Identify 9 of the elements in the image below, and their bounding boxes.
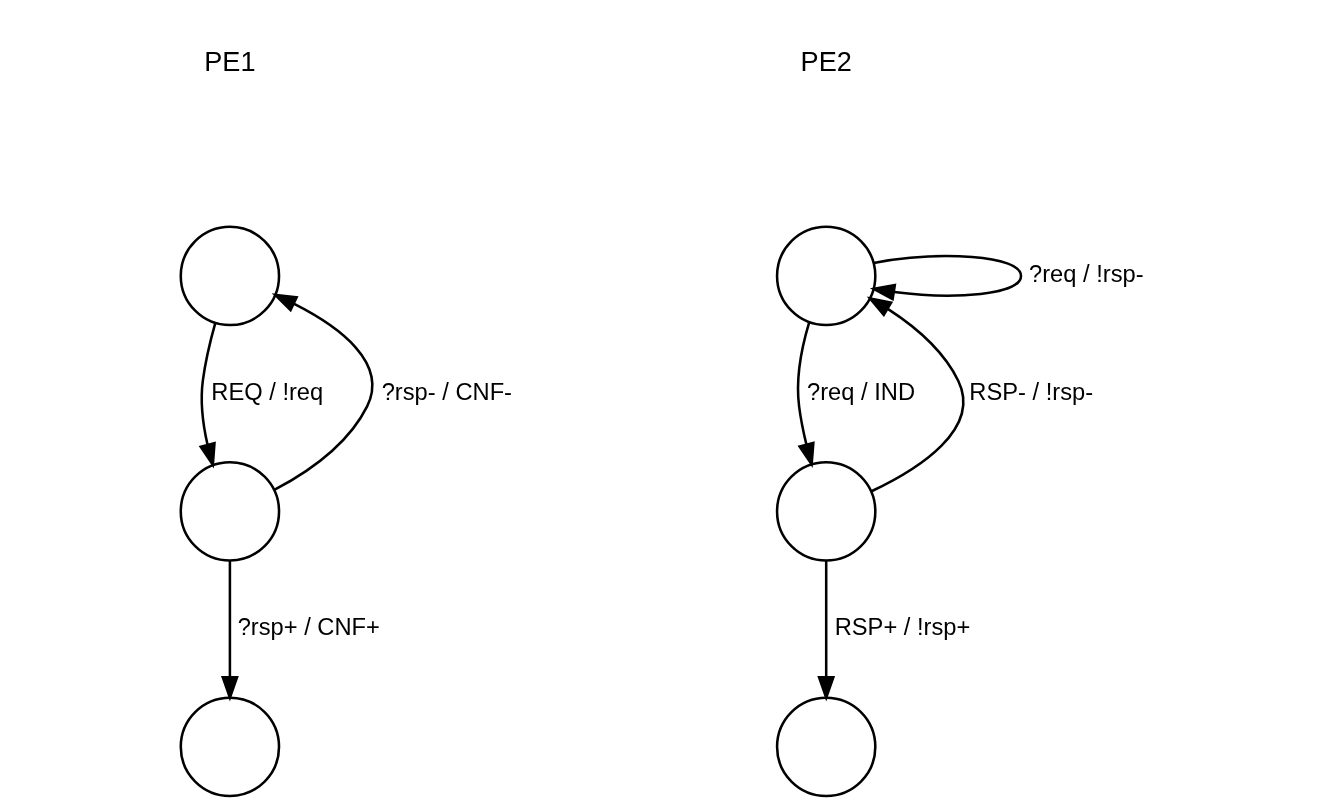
edge-label: ?rsp+ / CNF+	[237, 614, 380, 641]
label: PE2	[800, 45, 852, 77]
edge-label: ?req / !rsp-	[1028, 261, 1144, 288]
edge-label: ?rsp- / CNF-	[381, 378, 512, 405]
edge-label: RSP+ / !rsp+	[834, 614, 970, 641]
edge-label: RSP- / !rsp-	[968, 378, 1093, 405]
label: PE1	[203, 45, 256, 77]
edge-label: REQ / !req	[210, 378, 323, 405]
edge-label: ?req / IND	[806, 378, 915, 405]
